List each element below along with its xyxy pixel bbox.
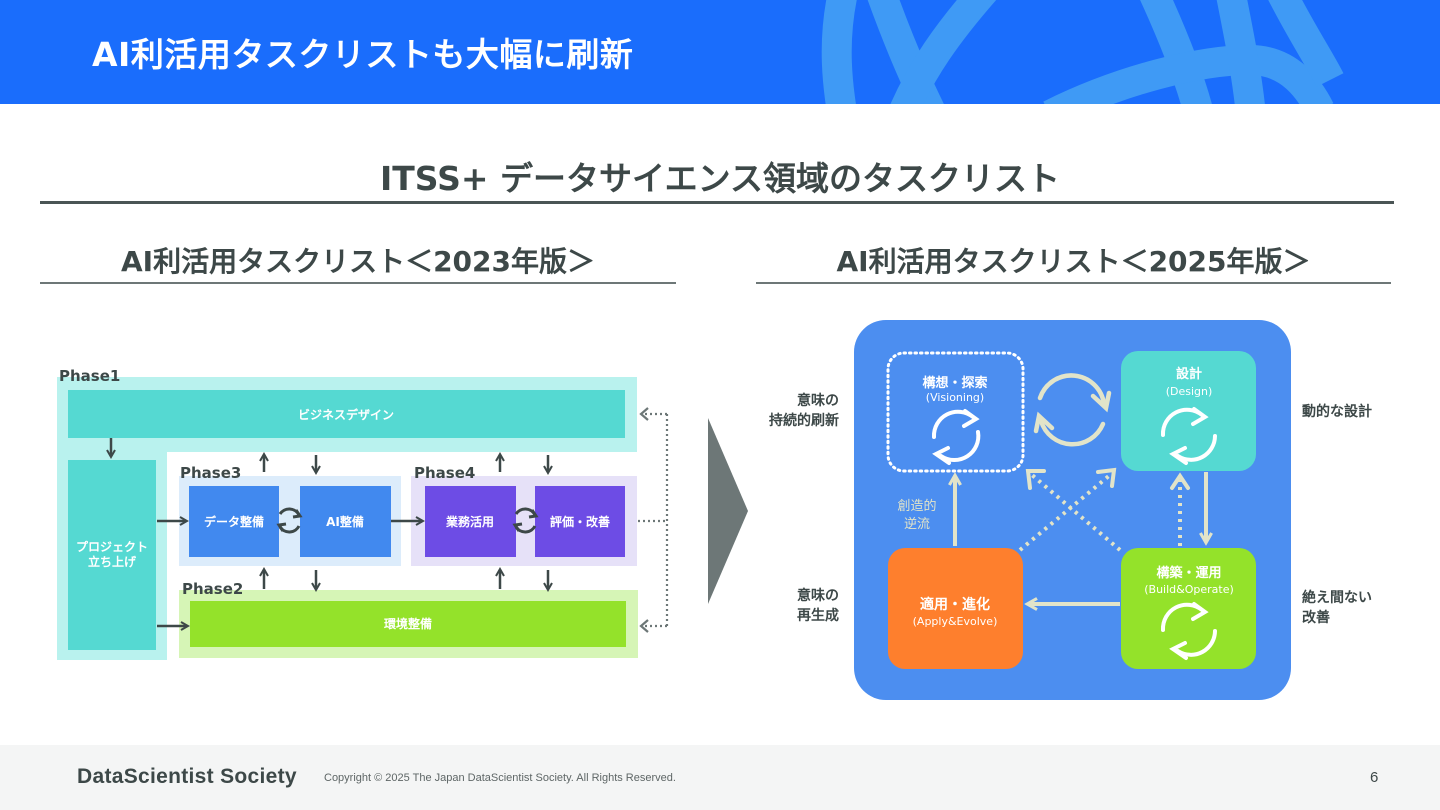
side-label-renewal-1: 意味の [797,392,839,409]
dotted-arrowhead-icon [1170,472,1190,490]
page-number: 6 [1370,769,1379,786]
creative-backflow-label-2: 逆流 [904,516,930,532]
feedback-arrow-icon [639,619,649,633]
header-bar: AI利活用タスクリストも大幅に刷新 [0,0,1440,104]
deco-arc [1216,0,1265,104]
right-subtitle-divider [756,282,1391,284]
phase1-label: Phase1 [59,367,120,385]
evaluation-label: 評価・改善 [550,514,610,529]
environment-box [190,601,626,647]
footer: DataScientist Society Copyright © 2025 T… [0,745,1440,810]
phase2-label: Phase2 [182,580,243,598]
project-launch-box [68,460,156,650]
design-title: 設計 [1176,366,1202,382]
footer-brand-logo: DataScientist Society [77,765,297,788]
left-subtitle-divider [40,282,676,284]
left-subtitle: AI利活用タスクリスト＜2023年版＞ [120,245,596,278]
phase4-label: Phase4 [414,464,475,482]
header-decoration [821,0,1344,104]
build-subtitle: (Build&Operate) [1144,583,1234,596]
phase4-cycle-icon [512,507,539,534]
feedback-loop [638,412,669,628]
environment-label: 環境整備 [384,616,432,631]
phase3-cycle-icon [276,507,303,534]
deco-arc [1268,0,1344,87]
data-prep-box [189,486,279,557]
build-to-visioning-dotted-arrow [1030,473,1122,552]
business-use-label: 業務活用 [445,514,494,529]
evaluation-box [535,486,625,557]
ai-prep-label: AI整備 [326,514,364,529]
phase3-label: Phase3 [180,464,241,482]
project-launch-label-2: 立ち上げ [88,554,137,569]
right-subtitle: AI利活用タスクリスト＜2025年版＞ [836,245,1311,278]
visioning-title: 構想・探索 [922,375,987,391]
project-launch-label-1: プロジェクト [76,539,148,554]
apply-title: 適用・進化 [920,596,990,613]
side-label-regeneration-1: 意味の [797,587,839,604]
side-label-regeneration-2: 再生成 [797,607,839,624]
business-use-box [425,486,516,557]
dotted-arrowhead-icon [1096,467,1117,488]
creative-backflow-label-1: 創造的 [897,498,936,514]
title-divider [40,201,1394,204]
footer-copyright: Copyright © 2025 The Japan DataScientist… [324,772,676,784]
side-label-improvement-2: 改善 [1302,609,1330,626]
apply-subtitle: (Apply&Evolve) [913,615,998,628]
section-title: ITSS+ データサイエンス領域のタスクリスト [380,159,1060,198]
deco-arc [890,0,997,104]
deco-arc [821,0,857,104]
business-design-label: ビジネスデザイン [298,407,394,422]
visioning-node[interactable] [886,351,1025,473]
build-cycle-icon [1160,602,1217,660]
apply-to-design-dotted-arrow [1018,473,1112,552]
apply-node[interactable] [888,548,1023,669]
business-design-box [68,390,625,438]
side-label-dynamic-design: 動的な設計 [1302,403,1372,420]
visioning-cycle-icon [931,409,981,465]
build-title: 構築・運用 [1156,565,1221,581]
design-subtitle: (Design) [1166,385,1213,398]
side-label-renewal-2: 持続的刷新 [769,412,839,429]
transition-chevron-icon [708,418,748,604]
visioning-subtitle: (Visioning) [926,391,984,404]
slide-title: AI利活用タスクリストも大幅に刷新 [92,35,634,74]
side-label-improvement-1: 絶え間ない [1302,589,1372,606]
center-cycle-icon [1033,373,1112,447]
feedback-arrow-icon [639,407,649,421]
design-cycle-icon [1160,407,1217,465]
dotted-arrowhead-icon [1025,469,1046,490]
data-prep-label: データ整備 [204,514,264,529]
build-node[interactable] [1121,548,1256,669]
ai-prep-box [300,486,391,557]
